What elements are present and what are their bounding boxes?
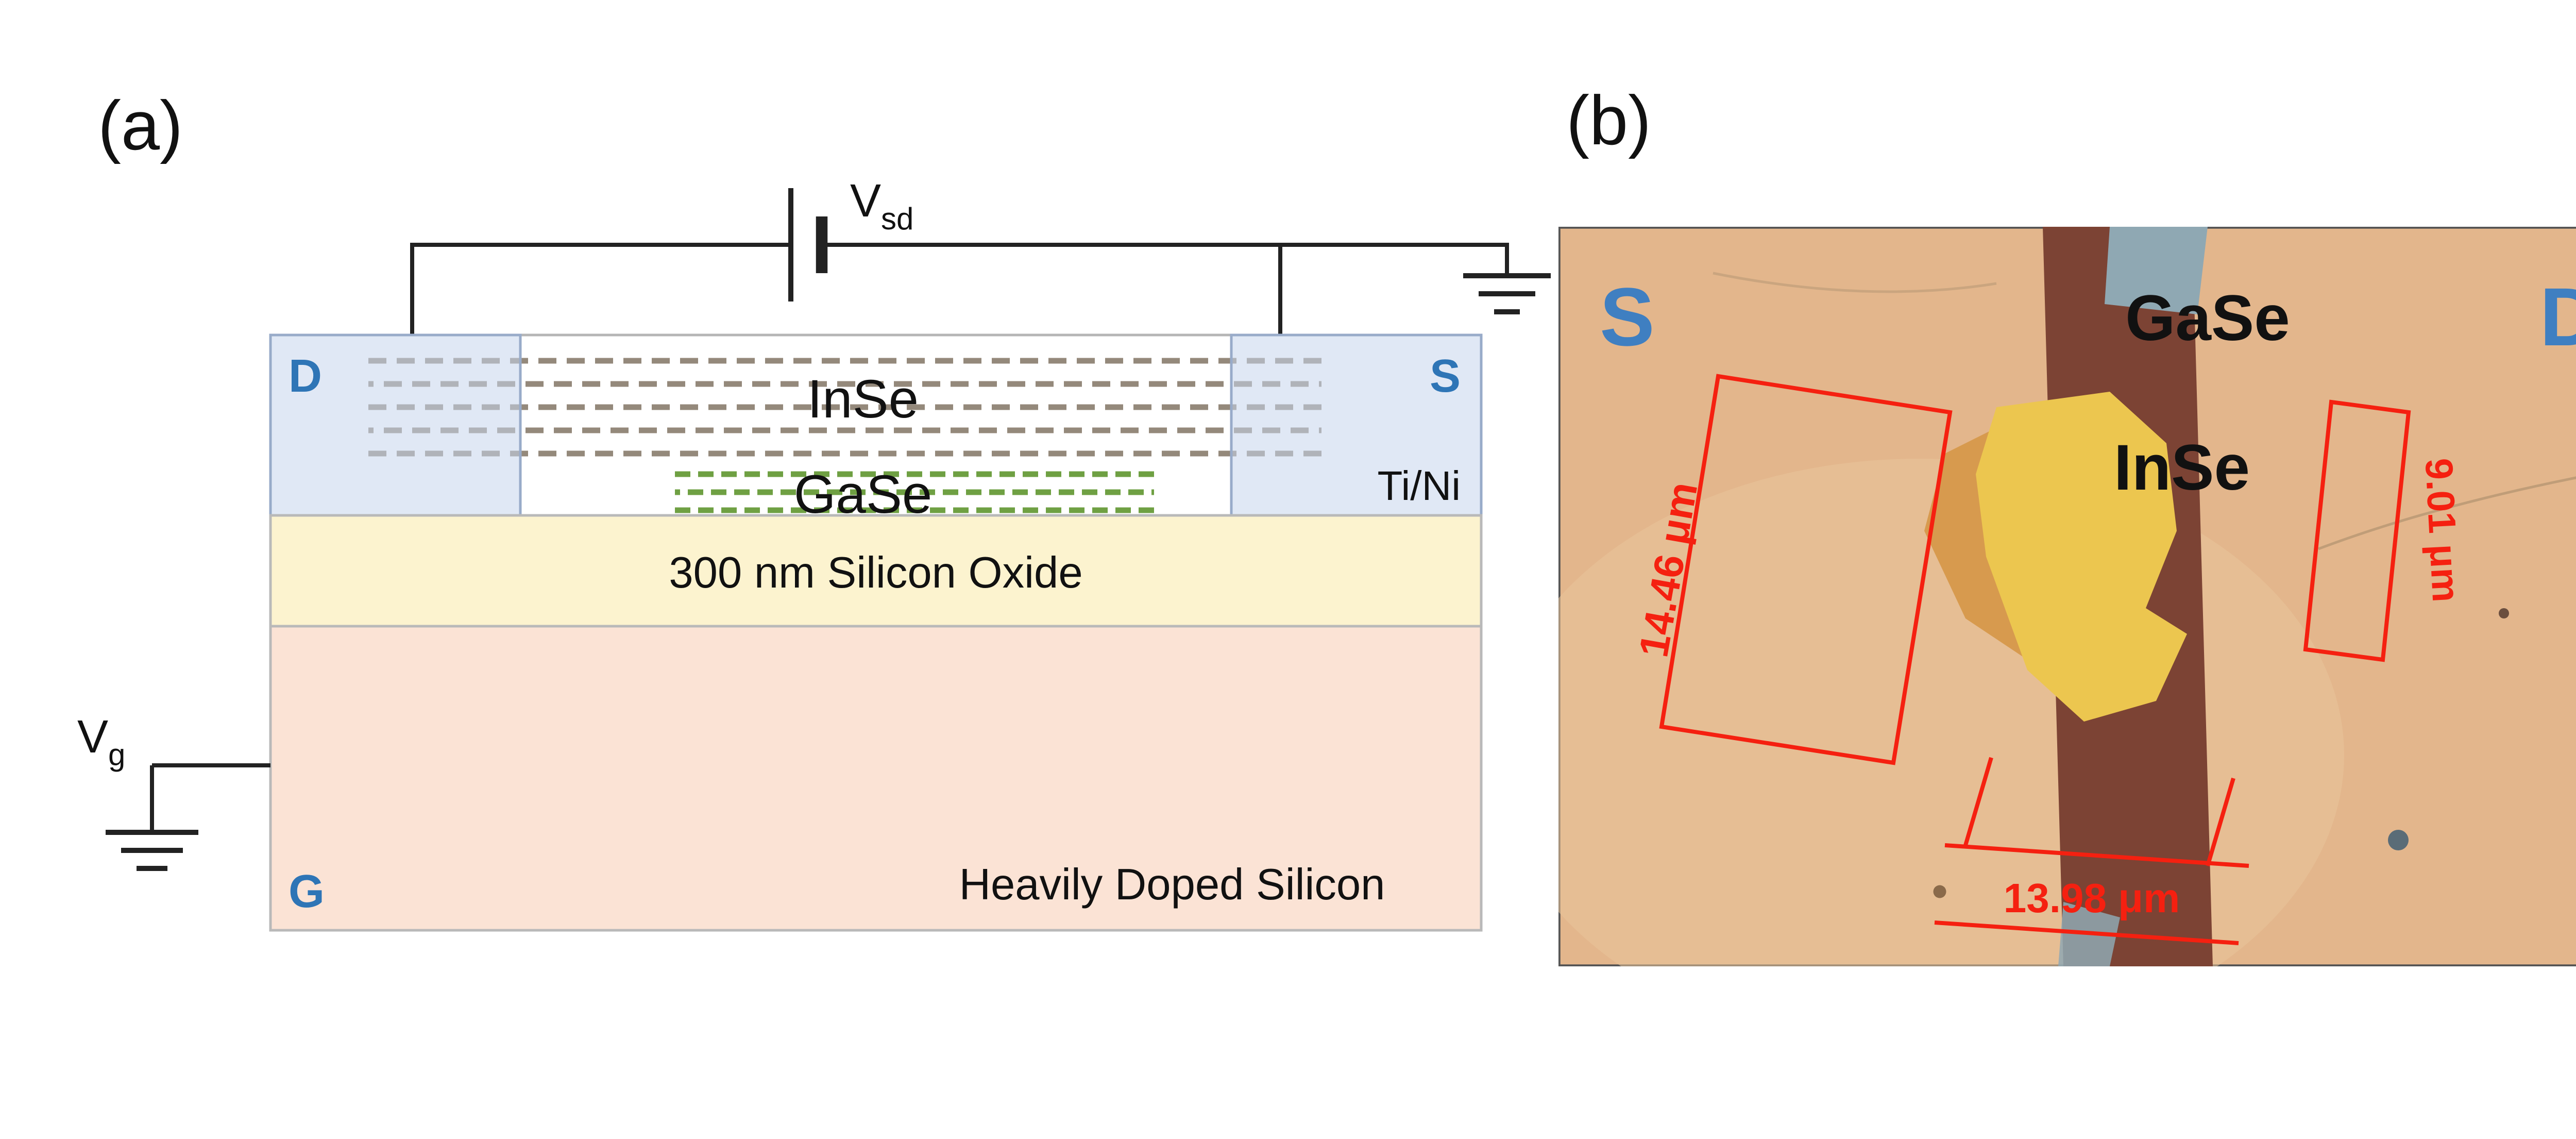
measure-rail-bottom	[1934, 920, 2239, 945]
scratch-line	[2318, 476, 2576, 550]
measure-bottom-label: 13.98 μm	[2004, 875, 2180, 921]
top-circuit-wires	[410, 243, 1509, 335]
vg-label: Vg	[77, 711, 125, 772]
wire-left-to-battery	[410, 243, 791, 335]
inse-layer-hatch	[368, 358, 1321, 457]
drain-contact	[269, 333, 522, 517]
scratch-line	[1713, 272, 1997, 293]
measure-box-right	[2303, 399, 2411, 662]
measure-rail-top	[1944, 843, 2249, 868]
measure-tick-bottom-left	[1963, 757, 1993, 846]
ground-symbol-top-right	[1463, 273, 1551, 314]
inse-flake	[1976, 392, 2187, 722]
inse-layer-label: InSe	[807, 369, 919, 429]
gate-wires	[150, 763, 270, 830]
vsd-label-sub: sd	[881, 202, 913, 236]
measure-right-label: 9.01 μm	[2417, 457, 2468, 603]
vsd-label-main: V	[850, 175, 881, 227]
micrograph-source-label: S	[1600, 271, 1655, 363]
top-patch	[2105, 227, 2208, 314]
measure-box-left	[1659, 374, 1953, 765]
vg-label-main: V	[77, 711, 108, 763]
vg-label-sub: g	[108, 738, 125, 772]
panel-a-schematic: (a) Vsd InS	[77, 87, 1551, 932]
oxide-layer	[269, 514, 1483, 628]
gate-terminal-label: G	[289, 866, 325, 917]
oxide-layer-label: 300 nm Silicon Oxide	[669, 548, 1082, 597]
source-terminal-label: S	[1430, 350, 1461, 402]
micrograph-gase-label: GaSe	[2125, 282, 2290, 354]
substrate-label: Heavily Doped Silicon	[959, 860, 1385, 909]
measurement-annotations	[1659, 374, 2411, 945]
drain-terminal-label: D	[289, 350, 322, 402]
gase-layer-hatch	[675, 471, 1154, 513]
substrate-layer	[269, 625, 1483, 932]
ground-symbol-bottom-left	[106, 830, 198, 871]
source-contact	[1230, 333, 1483, 517]
dust-speck	[2499, 608, 2509, 618]
panel-b-label: (b)	[1566, 82, 1651, 160]
dust-speck	[1933, 885, 1946, 898]
vsd-label: Vsd	[850, 175, 913, 236]
micrograph-inse-label: InSe	[2114, 432, 2250, 504]
contact-material-label: Ti/Ni	[1378, 463, 1461, 509]
measure-tick-bottom-right	[2206, 777, 2235, 867]
panel-b-micrograph: S D GaSe InSe 14.46 μm 9.01 μm 13.98 μm	[1558, 227, 2576, 966]
panel-a-label: (a)	[98, 87, 183, 164]
micrograph-drain-label: D	[2539, 271, 2576, 363]
wire-battery-to-ground	[822, 243, 1509, 276]
battery-symbol	[788, 188, 828, 301]
dust-speck	[2388, 830, 2409, 850]
